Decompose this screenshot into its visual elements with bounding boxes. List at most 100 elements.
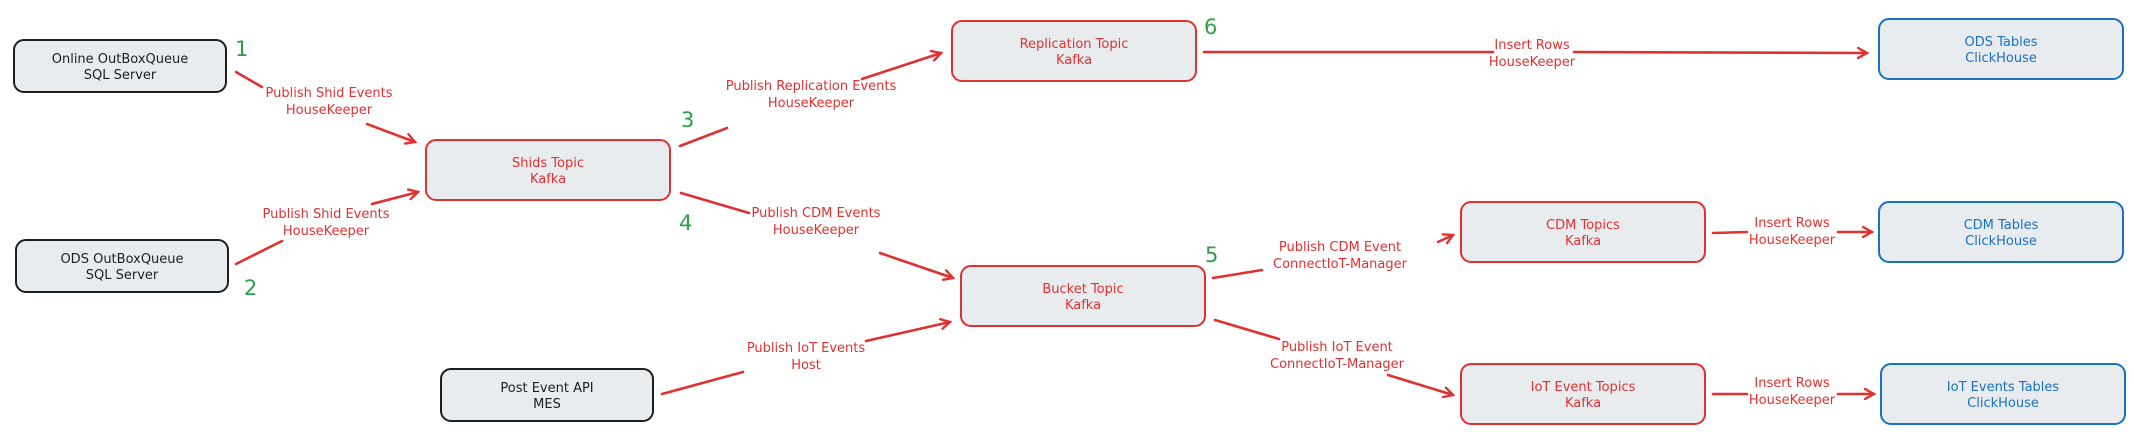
node-box — [960, 265, 1206, 327]
node-label-line2: Kafka — [1056, 53, 1092, 68]
edge-line — [234, 239, 284, 266]
step-number-4: 4 — [679, 211, 692, 235]
edge-line — [660, 370, 745, 396]
step-number-1: 1 — [235, 37, 248, 61]
node-box — [951, 20, 1197, 82]
node-label-line2: ClickHouse — [1965, 51, 2037, 66]
edge-label-line1: Publish CDM Event — [1279, 240, 1401, 255]
edge-line — [678, 126, 729, 148]
edge-label-line2: HouseKeeper — [1749, 393, 1836, 408]
edge-label-line1: Publish Shid Events — [263, 207, 390, 222]
node-label-line2: ClickHouse — [1967, 396, 2039, 411]
node-label-line1: IoT Events Tables — [1947, 380, 2060, 395]
node-box — [440, 368, 654, 422]
edge-label-line1: Insert Rows — [1754, 216, 1829, 231]
node-box — [1880, 363, 2126, 425]
node-label-line1: Shids Topic — [512, 156, 584, 171]
edge-label-line2: Host — [791, 358, 821, 373]
node-label-line2: Kafka — [1565, 234, 1601, 249]
edge-label-line2: HouseKeeper — [768, 96, 855, 111]
node-box — [1878, 18, 2124, 80]
node-label-line1: ODS OutBoxQueue — [60, 252, 183, 267]
node-label-line2: Kafka — [1565, 396, 1601, 411]
node-box — [1460, 363, 1706, 425]
node-label-line1: Replication Topic — [1020, 37, 1129, 52]
step-number-6: 6 — [1204, 15, 1217, 39]
node-label-line1: Bucket Topic — [1042, 282, 1123, 297]
edge-label-line1: Insert Rows — [1494, 38, 1569, 53]
edge-label-line2: HouseKeeper — [773, 223, 860, 238]
edge-arrow — [1386, 373, 1453, 395]
node-label-line1: Online OutBoxQueue — [52, 52, 189, 67]
edge-line — [1211, 268, 1264, 280]
node-label-line2: SQL Server — [86, 268, 159, 283]
node-box — [13, 39, 227, 93]
edge-label-line1: Publish Shid Events — [266, 86, 393, 101]
step-number-5: 5 — [1205, 243, 1218, 267]
edge-arrow — [365, 122, 415, 142]
edge-label-line2: ConnectIoT-Manager — [1273, 257, 1408, 272]
edge-arrow — [878, 251, 953, 278]
edge-arrow — [860, 53, 941, 81]
edge-label-line1: Publish IoT Event — [1281, 340, 1393, 355]
step-number-2: 2 — [244, 276, 257, 300]
node-label-line1: ODS Tables — [1964, 35, 2037, 50]
edge-label-line1: Publish Replication Events — [726, 79, 897, 94]
node-label-line2: MES — [533, 397, 561, 412]
edge-label-line2: ConnectIoT-Manager — [1270, 357, 1405, 372]
step-number-3: 3 — [681, 108, 694, 132]
node-label-line2: ClickHouse — [1965, 234, 2037, 249]
node-label-line1: Post Event API — [500, 381, 593, 396]
edge-arrow — [1572, 52, 1867, 53]
edge-label-line1: Insert Rows — [1754, 376, 1829, 391]
edge-label-line2: HouseKeeper — [1749, 233, 1836, 248]
node-label-line1: CDM Topics — [1546, 218, 1620, 233]
edge-label-line1: Publish CDM Events — [752, 206, 881, 221]
node-label-line2: Kafka — [1065, 298, 1101, 313]
node-box — [425, 139, 671, 201]
edge-line — [1711, 230, 1749, 235]
edge-label-line2: HouseKeeper — [283, 224, 370, 239]
edge-line — [234, 70, 264, 89]
node-label-line2: Kafka — [530, 172, 566, 187]
edge-arrow — [370, 192, 418, 206]
node-label-line2: SQL Server — [84, 68, 157, 83]
node-label-line1: CDM Tables — [1964, 218, 2039, 233]
edge-arrow — [864, 322, 950, 343]
edge-label-line1: Publish IoT Events — [747, 341, 866, 356]
